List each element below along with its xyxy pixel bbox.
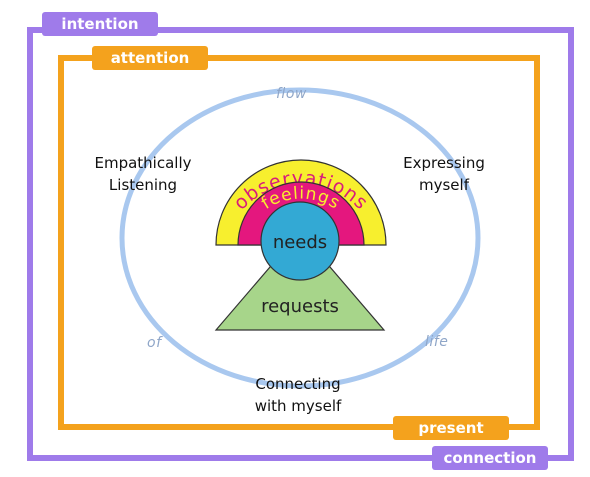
attention-present-frame	[58, 55, 540, 430]
requests-text: requests	[261, 296, 339, 317]
of-word: of	[147, 335, 162, 351]
expressing-myself-label: Expressing myself	[384, 152, 504, 196]
present-tag: present	[393, 416, 509, 440]
myself-line: myself	[419, 176, 469, 194]
intention-connection-frame	[27, 27, 574, 461]
needs-circle	[260, 201, 340, 281]
flow-of-life-circle	[119, 87, 481, 389]
with-myself-line: with myself	[254, 397, 342, 415]
listening-line: Listening	[108, 176, 178, 194]
requests-triangle	[214, 231, 386, 331]
life-word: life	[425, 334, 449, 350]
connecting-with-myself-label: Connecting with myself	[236, 373, 360, 417]
connection-tag: connection	[432, 446, 548, 470]
connecting-line: Connecting	[255, 375, 341, 393]
intention-tag: intention	[42, 12, 158, 36]
empathically-listening-label: Empathically Listening	[80, 152, 206, 196]
empathically-line: Empathically	[94, 154, 192, 172]
attention-tag: attention	[92, 46, 208, 70]
needs-text: needs	[273, 232, 327, 253]
expressing-line: Expressing	[403, 154, 485, 172]
flow-word: flow	[276, 86, 307, 102]
